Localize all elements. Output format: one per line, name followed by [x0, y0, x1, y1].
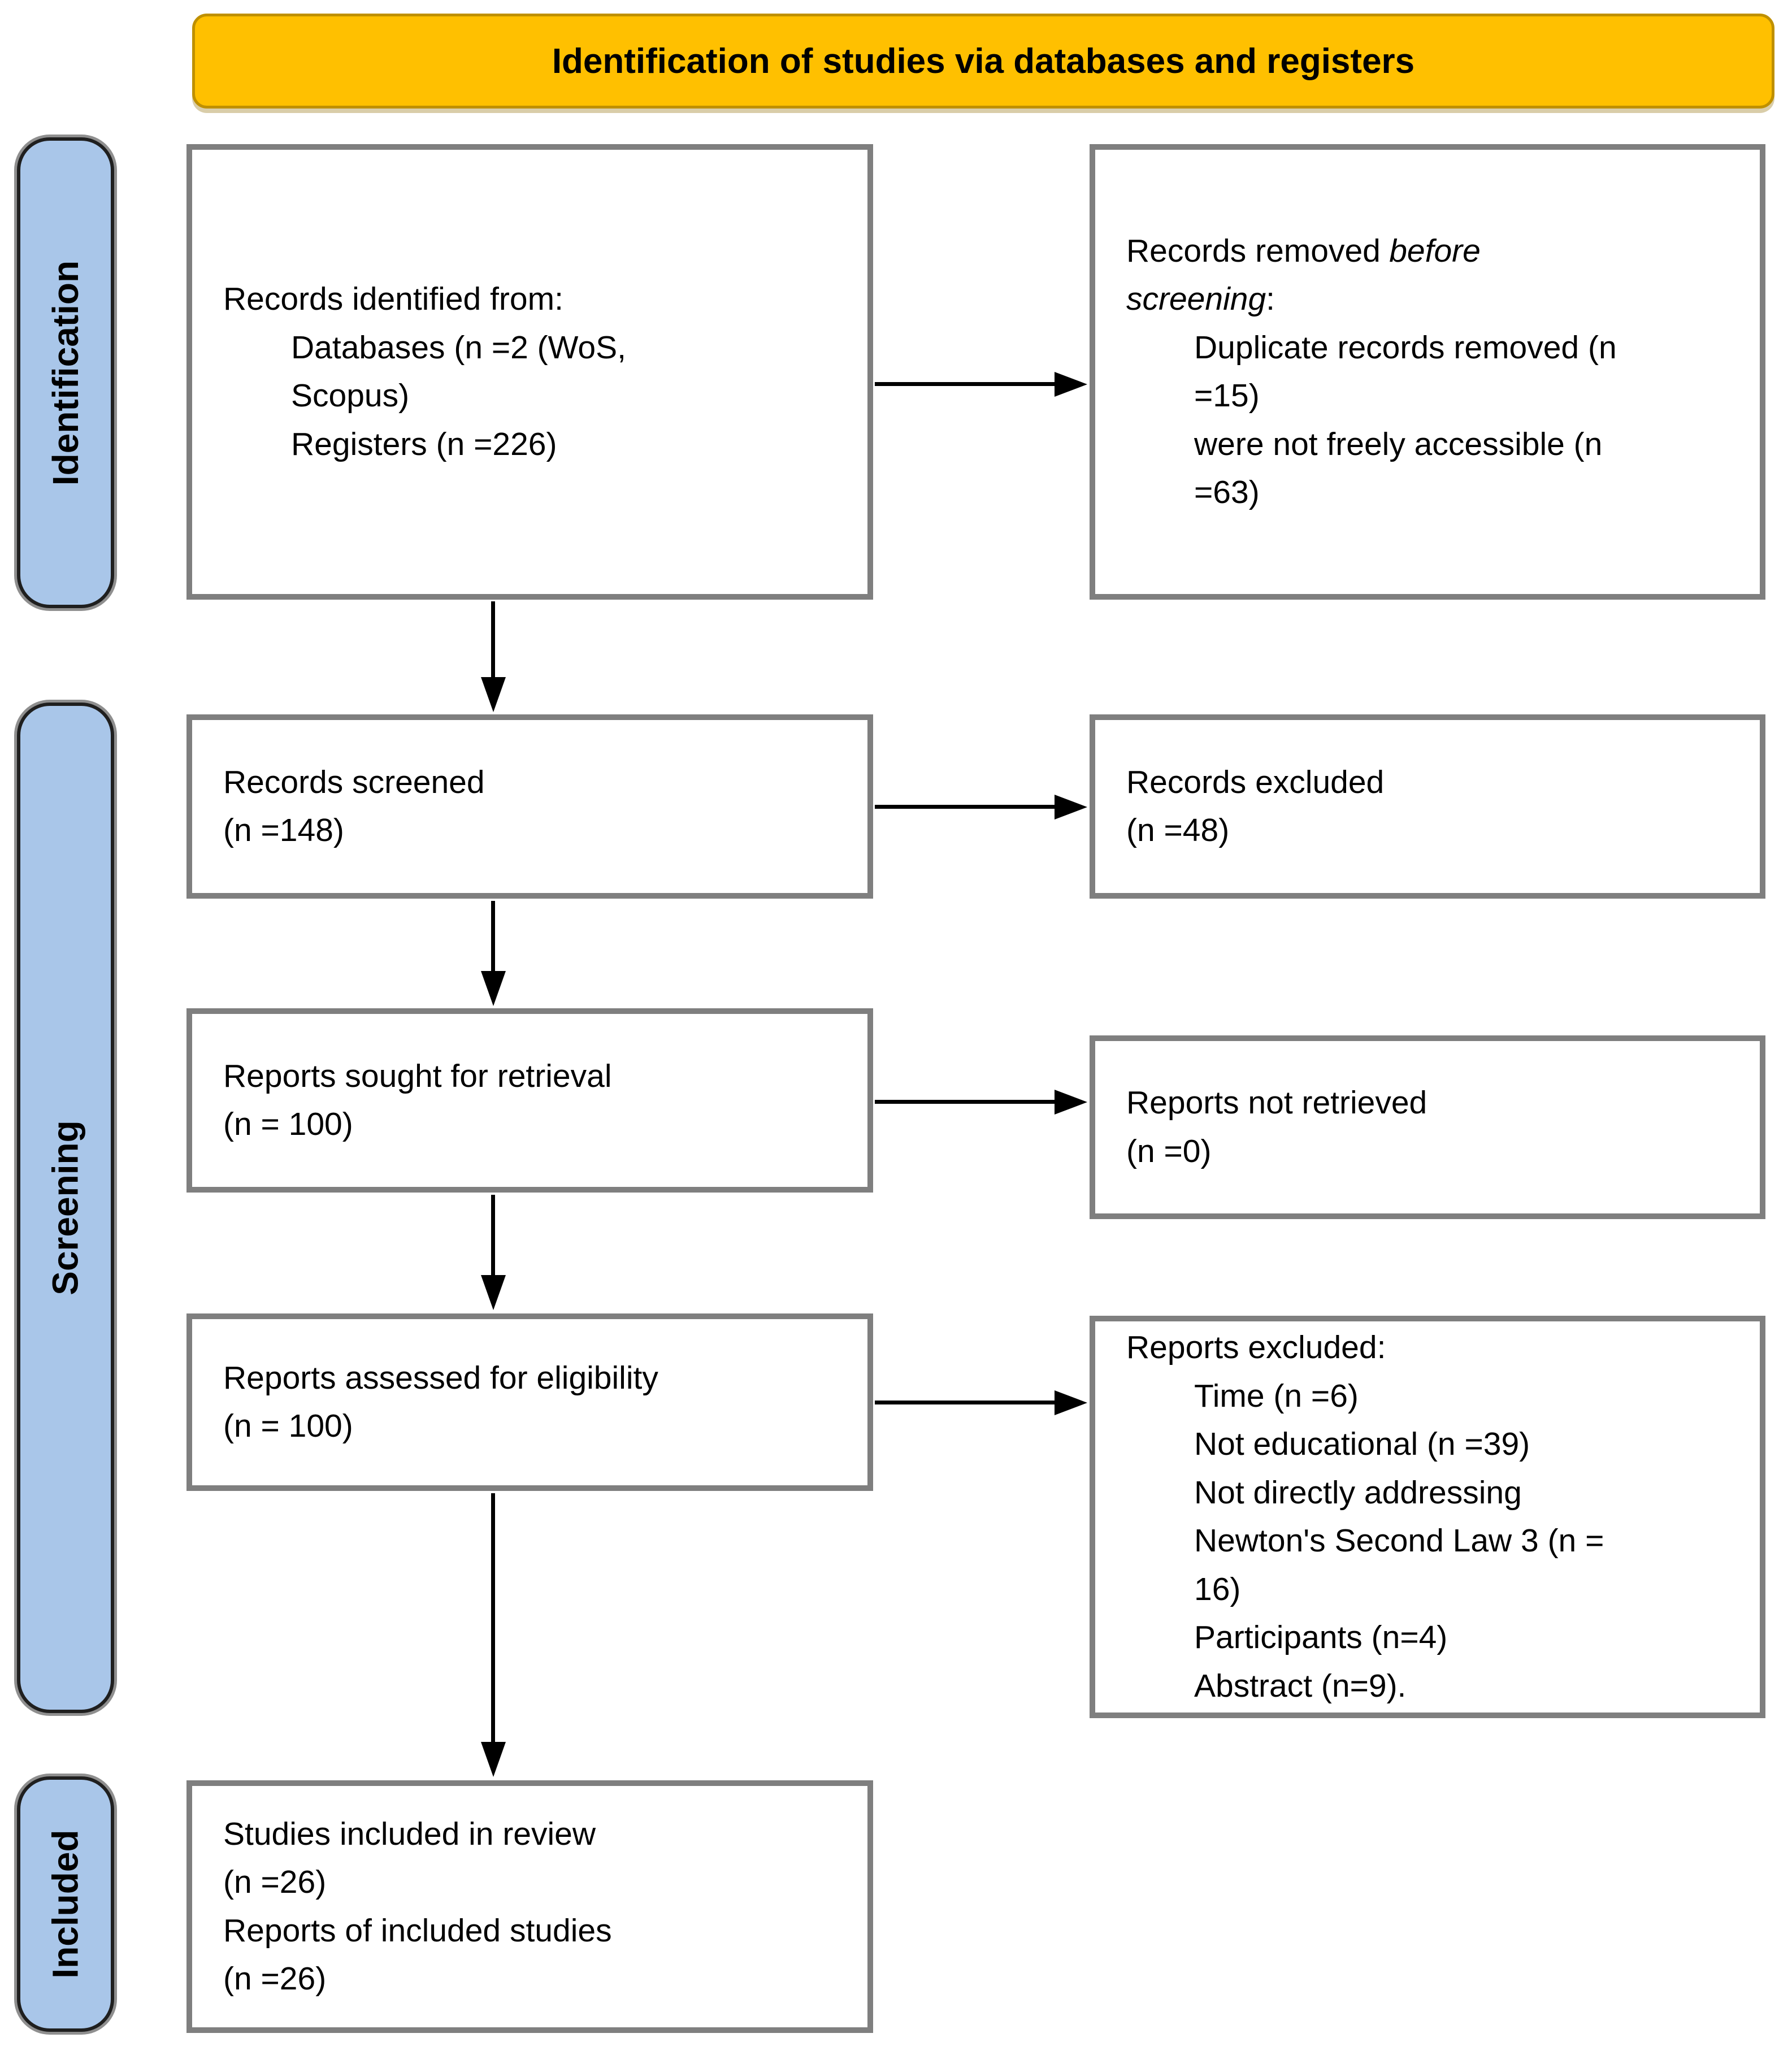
stage-label-text: Included	[45, 1829, 86, 1979]
box-text-line: (n = 100)	[223, 1106, 353, 1142]
arrow-right-head	[1055, 1390, 1087, 1415]
arrow-line	[875, 805, 1057, 809]
box-studies-included: Studies included in review (n =26) Repor…	[186, 1780, 873, 2033]
arrow-line	[875, 1100, 1057, 1104]
header-banner: Identification of studies via databases …	[192, 14, 1774, 109]
stage-label-identification: Identification	[17, 137, 114, 608]
box-text-line: Reports excluded:	[1126, 1329, 1386, 1365]
header-title: Identification of studies via databases …	[552, 41, 1415, 81]
box-text-line: Newton's Second Law 3 (n =	[1194, 1523, 1604, 1559]
box-text-line: Reports of included studies	[223, 1912, 612, 1949]
arrow-line	[491, 901, 495, 973]
box-reports-not-retrieved: Reports not retrieved (n =0)	[1090, 1035, 1765, 1219]
box-text-line: Records identified from:	[223, 281, 563, 317]
box-reports-excluded: Reports excluded: Time (n =6) Not educat…	[1090, 1316, 1765, 1718]
arrow-line	[875, 1401, 1057, 1404]
box-text-line: Reports not retrieved	[1126, 1085, 1427, 1121]
stage-label-screening: Screening	[17, 703, 114, 1713]
box-text-line: Duplicate records removed (n	[1194, 329, 1617, 366]
stage-label-text: Screening	[45, 1120, 86, 1295]
box-text-line: 16)	[1194, 1571, 1241, 1607]
box-text-line: (n =148)	[223, 812, 344, 848]
box-text-line: Studies included in review	[223, 1815, 596, 1852]
box-records-excluded: Records excluded (n =48)	[1090, 714, 1765, 899]
box-text-line: Not educational (n =39)	[1194, 1426, 1530, 1462]
arrow-right-head	[1055, 795, 1087, 820]
box-reports-sought: Reports sought for retrieval (n = 100)	[186, 1008, 873, 1193]
stage-label-included: Included	[17, 1776, 114, 2032]
arrow-down-head	[481, 1742, 506, 1777]
box-text-line: Not directly addressing	[1194, 1474, 1522, 1511]
box-records-screened: Records screened (n =148)	[186, 714, 873, 899]
arrow-line	[491, 601, 495, 680]
arrow-down-head	[481, 677, 506, 712]
box-text-line: Abstract (n=9).	[1194, 1667, 1407, 1704]
box-records-identified: Records identified from: Databases (n =2…	[186, 144, 873, 600]
box-text-line: Records excluded	[1126, 764, 1385, 800]
arrow-line	[491, 1195, 495, 1277]
box-text-line: =63)	[1194, 474, 1260, 510]
box-text-line: (n = 100)	[223, 1408, 353, 1444]
arrow-right-head	[1055, 372, 1087, 397]
box-text-line: Records screened	[223, 764, 485, 800]
box-text-segment: :	[1266, 281, 1275, 317]
box-text-line: Participants (n=4)	[1194, 1619, 1448, 1655]
box-text-line: Reports assessed for eligibility	[223, 1359, 658, 1396]
box-text-segment: Records removed	[1126, 232, 1381, 269]
box-text-line: (n =26)	[223, 1864, 327, 1900]
box-text-line: (n =0)	[1126, 1133, 1212, 1169]
stage-label-text: Identification	[45, 260, 86, 485]
arrow-down-head	[481, 1275, 506, 1310]
box-text-line: screening:	[1126, 275, 1744, 324]
arrow-line	[491, 1493, 495, 1744]
arrow-right-head	[1055, 1090, 1087, 1115]
box-text-segment-italic: screening	[1126, 281, 1266, 317]
box-text-line: (n =26)	[223, 1961, 327, 1997]
box-text-segment-italic: before	[1389, 232, 1481, 269]
box-text-line: =15)	[1194, 378, 1260, 414]
arrow-line	[875, 382, 1057, 386]
box-text-line: Scopus)	[291, 378, 410, 414]
box-text-line: Time (n =6)	[1194, 1377, 1359, 1414]
arrow-down-head	[481, 971, 506, 1006]
box-text-line: were not freely accessible (n	[1194, 426, 1603, 462]
box-reports-assessed: Reports assessed for eligibility (n = 10…	[186, 1313, 873, 1491]
box-text-line: (n =48)	[1126, 812, 1230, 848]
box-text-line: Registers (n =226)	[291, 426, 557, 462]
box-text-line: Reports sought for retrieval	[223, 1057, 612, 1094]
box-text-line: Databases (n =2 (WoS,	[291, 329, 626, 366]
